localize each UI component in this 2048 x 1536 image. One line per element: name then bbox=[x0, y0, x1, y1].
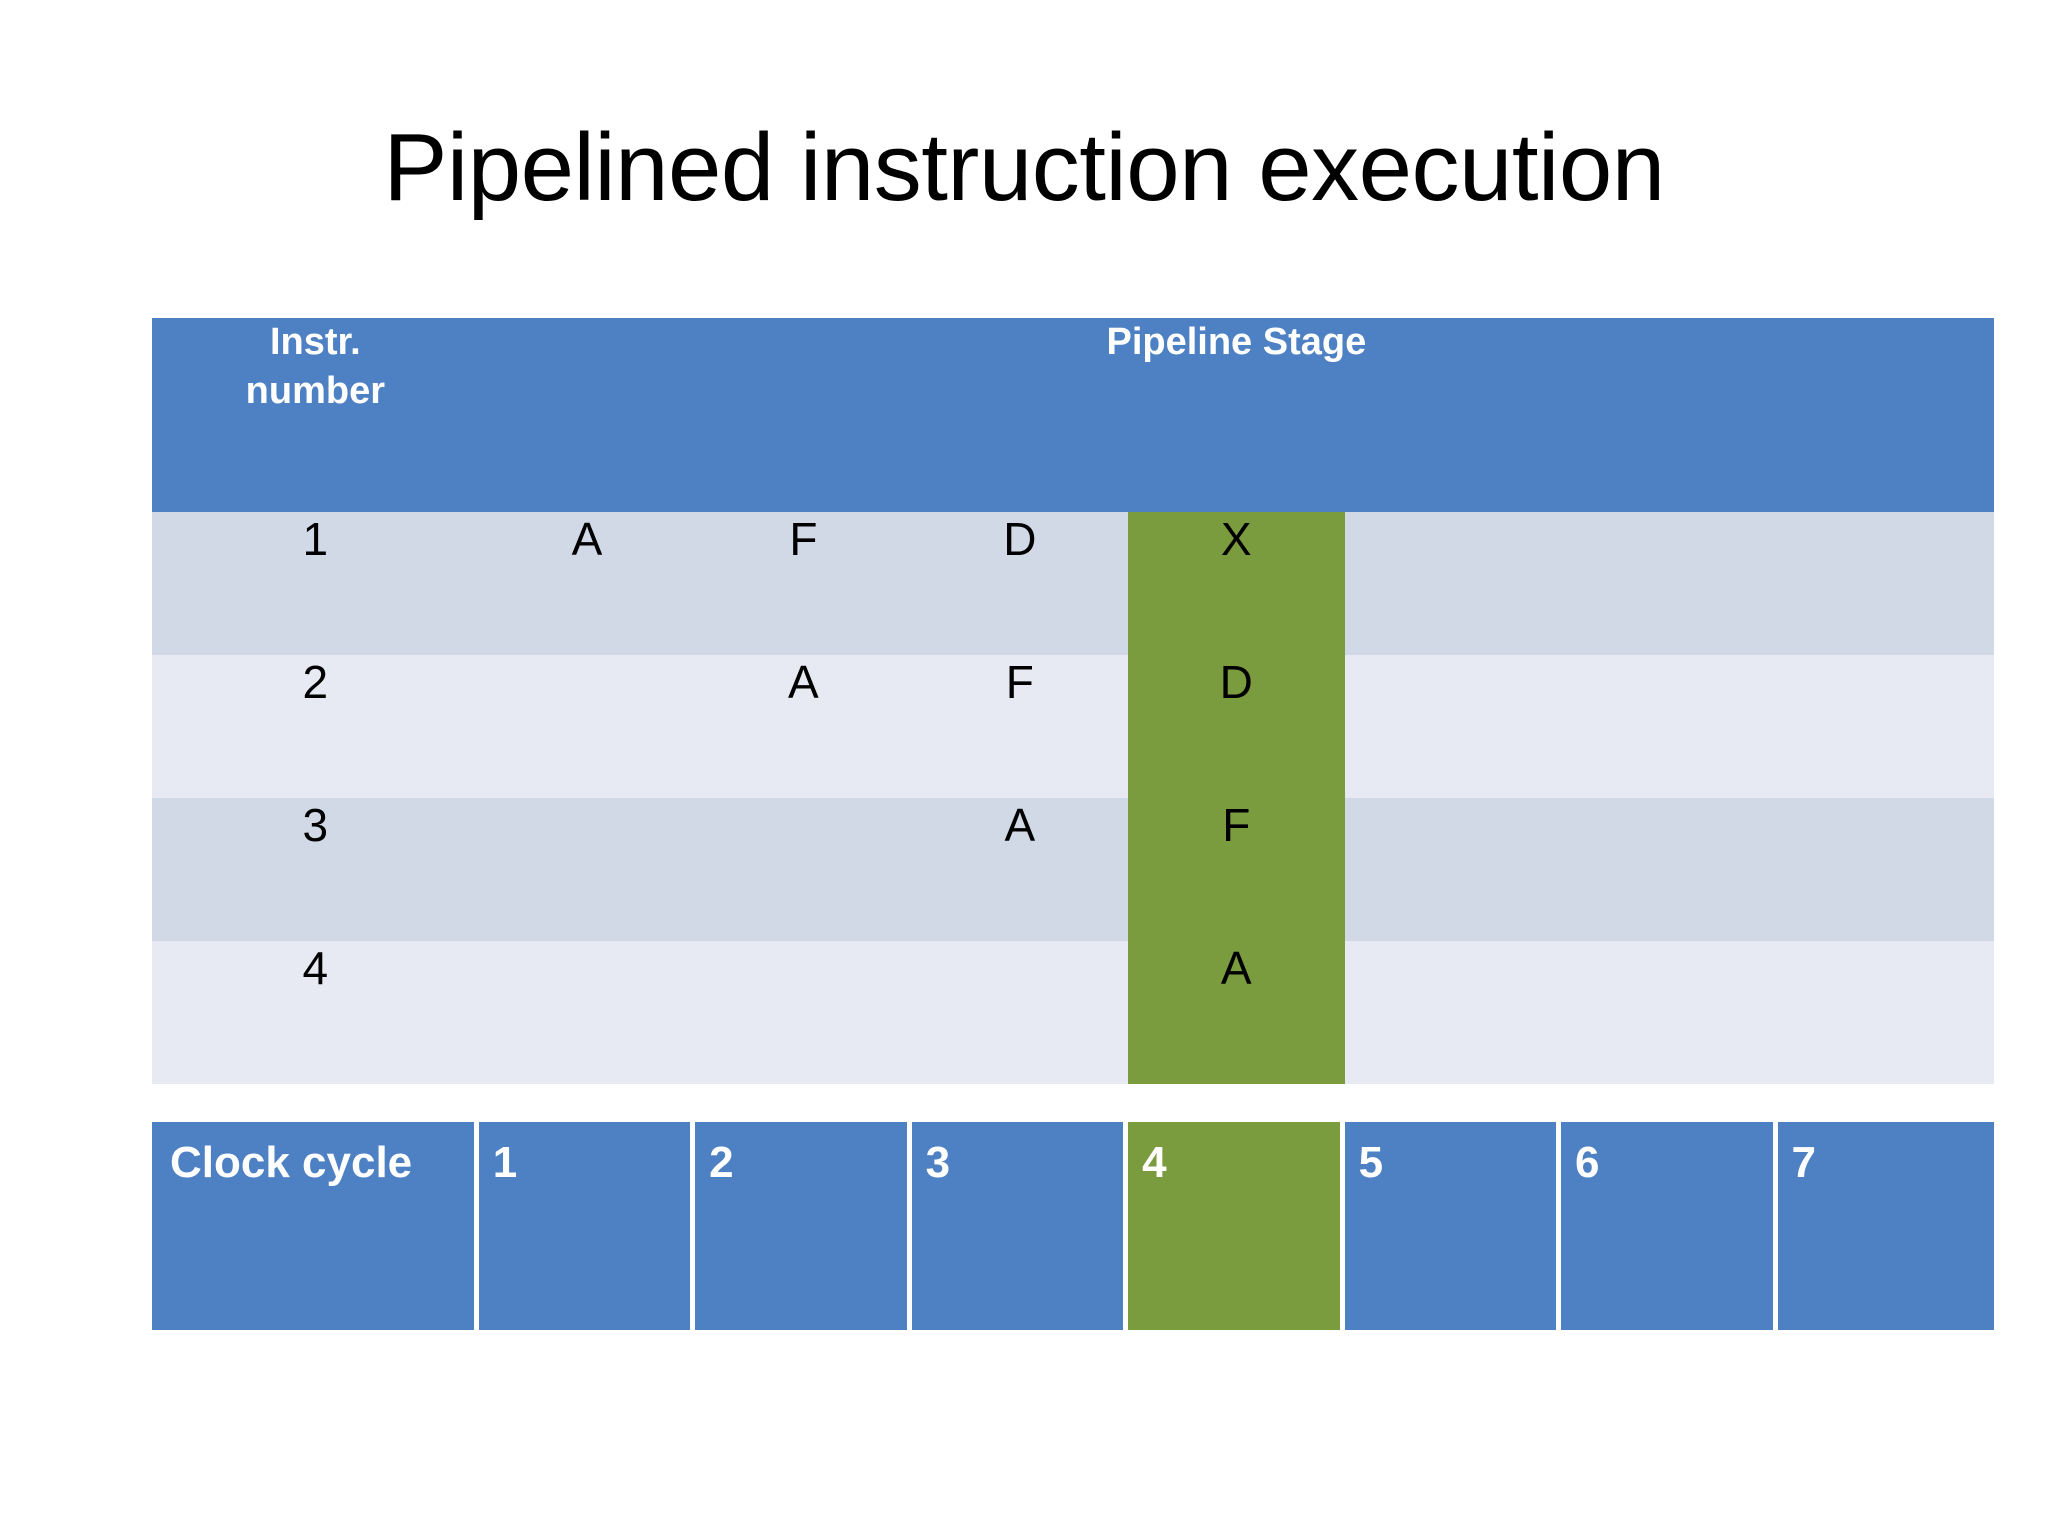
pipeline-stage-cell bbox=[478, 941, 696, 1084]
pipeline-stage-cell bbox=[1560, 798, 1778, 941]
pipeline-stage-cell bbox=[1344, 655, 1561, 798]
pipeline-stage-cell bbox=[1560, 655, 1778, 798]
clock-cycle-cell: 2 bbox=[695, 1122, 912, 1330]
table-header-row: Instr. number Pipeline Stage bbox=[152, 318, 1994, 512]
pipeline-stage-cell bbox=[695, 798, 912, 941]
header-instr-number: Instr. number bbox=[152, 318, 479, 512]
instr-number-cell: 1 bbox=[152, 512, 479, 655]
clock-cycle-cell: 1 bbox=[478, 1122, 696, 1330]
pipeline-stage-cell: D bbox=[911, 512, 1129, 655]
pipeline-stage-cell: A bbox=[911, 798, 1129, 941]
header-instr-line1: Instr. bbox=[269, 321, 361, 363]
pipeline-stage-cell bbox=[1344, 512, 1561, 655]
clock-cycle-cell: 6 bbox=[1561, 1122, 1778, 1330]
clock-cycle-cell: 3 bbox=[911, 1122, 1129, 1330]
pipeline-stage-cell: F bbox=[1128, 798, 1345, 941]
instr-number-cell: 3 bbox=[152, 798, 479, 941]
pipeline-stage-cell bbox=[478, 655, 696, 798]
pipeline-stage-cell: A bbox=[1128, 941, 1345, 1084]
pipeline-stage-cell bbox=[478, 798, 696, 941]
pipeline-stage-cell bbox=[911, 941, 1129, 1084]
pipeline-stage-cell: A bbox=[478, 512, 696, 655]
header-pipeline-stage: Pipeline Stage bbox=[478, 318, 1994, 512]
pipeline-stage-cell bbox=[1344, 798, 1561, 941]
clock-cycle-cell: 7 bbox=[1777, 1122, 1994, 1330]
pipeline-stage-cell: F bbox=[695, 512, 912, 655]
pipeline-stage-cell: A bbox=[695, 655, 912, 798]
clock-cycle-cell: 4 bbox=[1128, 1122, 1345, 1330]
pipeline-stage-cell: F bbox=[911, 655, 1129, 798]
pipeline-stage-cell bbox=[1777, 512, 1994, 655]
clock-cycle-cell: 5 bbox=[1344, 1122, 1562, 1330]
pipeline-stage-cell bbox=[1777, 798, 1994, 941]
pipeline-stage-cell: D bbox=[1128, 655, 1345, 798]
pipeline-stage-cell bbox=[1344, 941, 1561, 1084]
pipeline-stage-cell bbox=[1560, 941, 1778, 1084]
page-title: Pipelined instruction execution bbox=[383, 114, 1665, 221]
pipeline-stage-cell bbox=[1560, 512, 1778, 655]
instr-number-cell: 4 bbox=[152, 941, 479, 1084]
pipeline-stage-cell: X bbox=[1128, 512, 1345, 655]
instr-number-cell: 2 bbox=[152, 655, 479, 798]
pipeline-stage-cell bbox=[695, 941, 912, 1084]
header-instr-line2: number bbox=[245, 370, 386, 413]
pipeline-stage-cell bbox=[1777, 655, 1994, 798]
pipeline-stage-cell bbox=[1777, 941, 1994, 1084]
clock-cycle-label: Clock cycle bbox=[152, 1122, 479, 1330]
